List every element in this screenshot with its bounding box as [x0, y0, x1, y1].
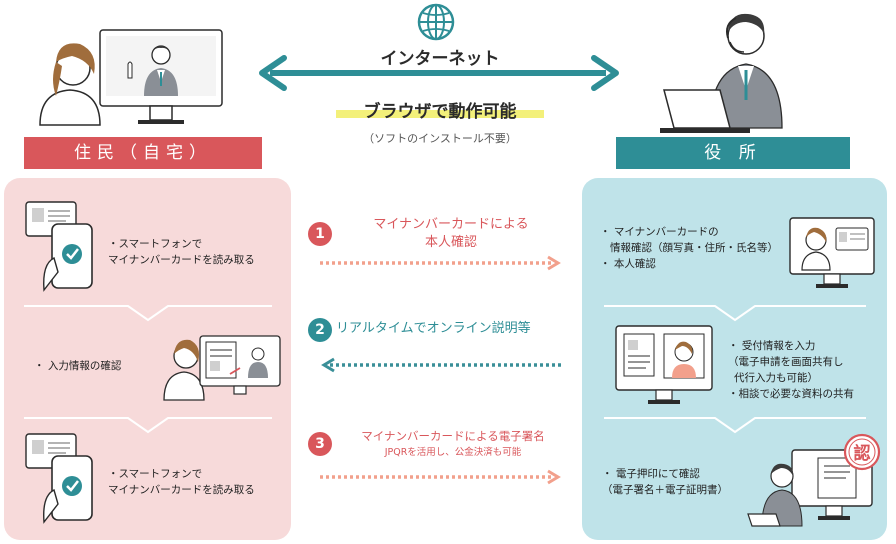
office-step-1-text: ・ マイナンバーカードの 情報確認（顔写真・住所・氏名等） ・ 本人確認: [600, 224, 788, 272]
flow-3-text: マイナンバーカードによる電子署名 JPQRを活用し、公金決済も可能: [336, 428, 570, 460]
globe-icon: [417, 3, 455, 41]
phone-card-check-icon: [25, 433, 93, 524]
highlight-bar: [336, 110, 544, 118]
office-panel: ・ マイナンバーカードの 情報確認（顔写真・住所・氏名等） ・ 本人確認 ・ 受…: [582, 178, 887, 540]
office-step-2-line: 代行入力も可能）: [734, 372, 818, 384]
phone-card-check-icon: [25, 201, 93, 292]
resident-step-3-text: ・スマートフォンで マイナンバーカードを読み取る: [108, 466, 284, 498]
browser-note: （ソフトのインストール不要）: [363, 132, 517, 145]
step-divider: [604, 305, 866, 322]
monitor-document-icon: [615, 325, 713, 404]
office-step-3-text: ・ 電子押印にて確認 （電子署名＋電子証明書）: [602, 466, 772, 498]
resident-step-3-line: ・スマートフォンで: [108, 468, 203, 480]
flow-1-line: マイナンバーカードによる: [373, 217, 529, 232]
resident-step-2-text: ・ 入力情報の確認: [34, 358, 164, 374]
office-step-3-line: ・ 電子押印にて確認: [602, 468, 700, 480]
office-label: 役 所: [616, 137, 850, 169]
flow-2-line: リアルタイムでオンライン説明等: [336, 321, 531, 336]
step-divider: [604, 417, 866, 434]
flow-3-line: マイナンバーカードによる電子署名: [361, 429, 545, 443]
office-step-2-line: ・相談で必要な資料の共有: [728, 388, 854, 400]
office-step-1-line: ・ マイナンバーカードの: [600, 226, 719, 238]
flow-3-badge: 3: [308, 432, 332, 456]
network-label: インターネット: [380, 49, 500, 69]
step-divider: [24, 305, 272, 322]
flow-1-text: マイナンバーカードによる 本人確認: [336, 216, 566, 252]
office-step-1-line: 情報確認（顔写真・住所・氏名等）: [610, 242, 778, 254]
double-arrow-icon: [259, 55, 619, 91]
resident-step-2-line: ・ 入力情報の確認: [34, 360, 122, 372]
flow-1-arrow: [320, 255, 561, 271]
resident-step-3-line: マイナンバーカードを読み取る: [108, 484, 255, 496]
woman-video-call-icon: [39, 29, 223, 126]
step-divider: [24, 417, 272, 434]
flow-1-line: 本人確認: [424, 235, 477, 250]
monitor-profile-icon: [789, 217, 875, 288]
flow-1-badge: 1: [308, 222, 332, 246]
flow-2-badge: 2: [308, 318, 332, 342]
resident-step-1-text: ・スマートフォンで マイナンバーカードを読み取る: [108, 236, 284, 268]
office-step-3-line: （電子署名＋電子証明書）: [602, 484, 728, 496]
resident-step-1-line: マイナンバーカードを読み取る: [108, 254, 255, 266]
flow-3-line: JPQRを活用し、公金決済も可能: [384, 447, 522, 458]
browser-label: ブラウザで動作可能: [363, 102, 517, 122]
office-step-2-text: ・ 受付情報を入力 （電子申請を画面共有し 代行入力も可能） ・相談で必要な資料…: [728, 338, 884, 402]
approval-stamp-icon: 認: [843, 433, 881, 471]
top-illustration-layer: [39, 3, 783, 133]
office-step-1-line: ・ 本人確認: [600, 258, 656, 270]
resident-panel: ・スマートフォンで マイナンバーカードを読み取る ・ 入力情報の確認 ・スマート…: [4, 178, 291, 540]
resident-label: 住民（自宅）: [24, 137, 262, 169]
flow-3-arrow: [320, 469, 561, 485]
flow-2-text: リアルタイムでオンライン説明等: [336, 320, 568, 338]
flow-2-arrow: [321, 357, 564, 373]
office-step-2-line: ・ 受付情報を入力: [728, 340, 816, 352]
man-headset-laptop-icon: [660, 13, 783, 133]
woman-video-call-icon: [163, 335, 281, 401]
stamp-char: 認: [854, 443, 871, 464]
resident-step-1-line: ・スマートフォンで: [108, 238, 203, 250]
man-monitor-stamp-icon: 認: [747, 433, 881, 527]
office-step-2-line: （電子申請を画面共有し: [728, 356, 844, 368]
